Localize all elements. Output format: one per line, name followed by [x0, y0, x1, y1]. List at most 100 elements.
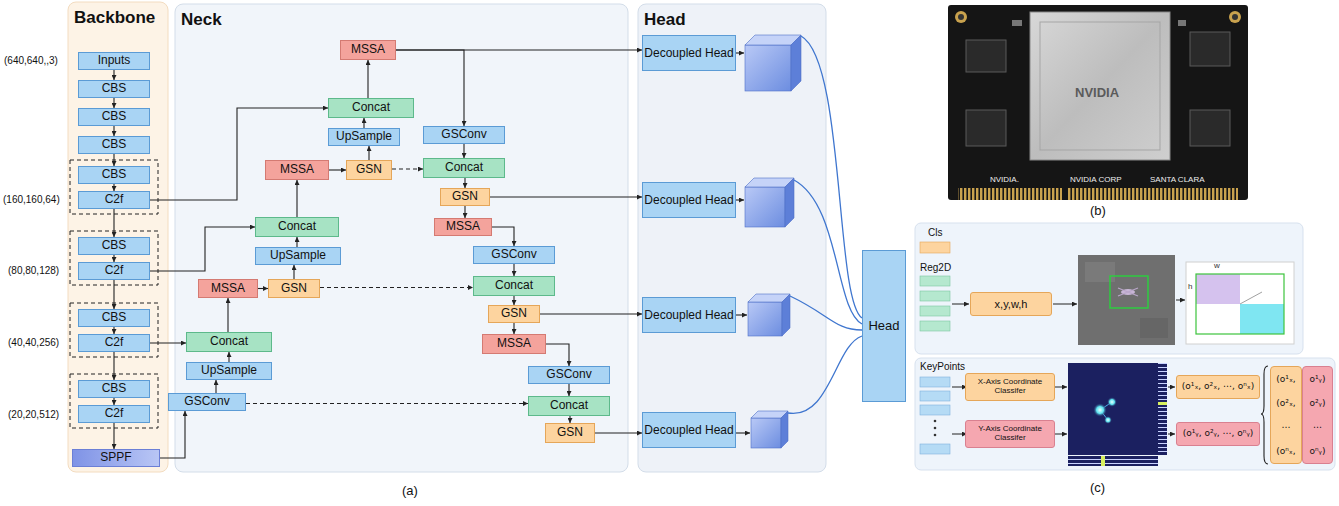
connector-arrow [228, 352, 229, 362]
mssa-block: MSSA [340, 40, 396, 60]
connector-arrow [113, 398, 114, 405]
decoupled-head: Decoupled Head [642, 35, 736, 71]
token-swatch [920, 321, 950, 331]
block-label: Y-Axis Coordinate Classifer [966, 425, 1054, 443]
connector-arrow [569, 416, 570, 423]
detection-image [1110, 276, 1148, 308]
neck-panel: NeckMSSAConcatUpSampleMSSAGSNGSConvConca… [175, 4, 628, 472]
block-label: x,y,w,h [995, 298, 1028, 311]
concat-block: Concat [328, 98, 414, 118]
flow-arrow [1053, 304, 1077, 305]
concat-block: Concat [255, 217, 339, 237]
flow-arrow [952, 304, 969, 305]
token-swatch [920, 391, 950, 401]
dimension-label: (20,20,512) [8, 409, 59, 420]
flow-arrow [1168, 434, 1175, 435]
sppf-block: SPPF [72, 449, 160, 467]
token-swatch [920, 306, 950, 316]
block-label: Decoupled Head [644, 46, 733, 60]
connector-arrow [113, 70, 114, 80]
block-label: GSN [501, 307, 527, 321]
token-swatch [920, 444, 950, 454]
flow-arrow [1053, 387, 1067, 388]
block-label: Decoupled Head [644, 423, 733, 437]
block-label: MSSA [497, 337, 531, 351]
x-result-column: (o¹ₓ,(o²ₓ,⋯(oⁿₓ, [1270, 366, 1302, 464]
connector-arrow [296, 237, 297, 247]
block-label: C2f [105, 264, 124, 278]
gsconv-block: GSConv [473, 246, 555, 264]
bbox-schematic [1240, 292, 1262, 304]
block-label: UpSample [336, 130, 392, 144]
flow-arrow [1168, 387, 1175, 388]
dimension-label: (80,80,128) [8, 265, 59, 276]
bbox-schematic [1240, 304, 1284, 334]
keypoint-heatmap [1158, 402, 1167, 405]
token-swatch [920, 242, 950, 253]
board-print: NVIDIA CORP [1070, 176, 1122, 185]
connector-arrow [490, 196, 642, 197]
jetson-board [1178, 20, 1186, 26]
block-label: (o¹ₓ, [1276, 374, 1295, 384]
jetson-board [958, 188, 1238, 200]
panel-title: Backbone [74, 8, 155, 28]
upsample-block: UpSample [186, 362, 272, 380]
block-label: Decoupled Head [644, 308, 733, 322]
block-label: MSSA [280, 163, 314, 177]
panel-title: Neck [181, 10, 222, 30]
keypoint-heatmap [1104, 416, 1112, 424]
bbox-schematic [1186, 262, 1294, 344]
c2f-block: C2f [78, 405, 150, 423]
decoupled-head: Decoupled Head [642, 412, 736, 448]
panel-backgrounds [68, 2, 826, 472]
feature-cube [745, 45, 791, 91]
chip-logo: NVIDIA [1075, 86, 1119, 100]
x-classifier: X-Axis Coordinate Classifer [965, 373, 1055, 401]
block-label: (o¹ₓ, o²ₓ, ⋯, oⁿₓ) [1182, 382, 1255, 392]
keypoint-heatmap [1093, 403, 1107, 417]
block-label: X-Axis Coordinate Classifer [966, 378, 1054, 396]
gsn-block: GSN [440, 188, 490, 206]
block-label: CBS [102, 138, 127, 152]
block-label: Decoupled Head [644, 193, 733, 207]
gsconv-block: GSConv [423, 126, 505, 144]
backbone-panel: BackboneInputsCBSCBSCBSCBSC2fCBSC2fCBSC2… [68, 2, 168, 472]
merge-curve [801, 36, 862, 318]
connector-arrow [367, 60, 368, 98]
decoupled-head: Decoupled Head [642, 297, 736, 333]
block-label: GSConv [491, 248, 536, 262]
feature-cube [751, 418, 781, 448]
block-label: (oⁿₓ, [1276, 446, 1295, 456]
panel-title: Head [644, 10, 686, 30]
block-label: MSSA [211, 282, 245, 296]
connector-arrow [595, 432, 642, 433]
block-label: UpSample [201, 364, 257, 378]
connector-arrow [113, 126, 114, 136]
connector-arrow [113, 154, 114, 166]
cbs-block: CBS [78, 309, 150, 327]
mssa-block: MSSA [434, 218, 492, 236]
connector-arrow [150, 108, 328, 200]
feature-cube [748, 302, 782, 336]
block-label: CBS [102, 311, 127, 325]
dashed-stage-group [70, 374, 158, 428]
connector-arrow [113, 280, 114, 309]
token-swatch [920, 405, 950, 415]
gsn-block: GSN [545, 423, 595, 443]
result-brace [1261, 366, 1268, 464]
token-swatch [920, 276, 950, 286]
concat-block: Concat [423, 158, 505, 178]
token-swatch [934, 434, 937, 437]
concat-block: Concat [528, 396, 610, 416]
y-result-column: o¹ᵧ)o²ᵧ)⋯oⁿᵧ) [1302, 366, 1333, 464]
c2f-block: C2f [78, 334, 150, 352]
gsn-block: GSN [488, 305, 540, 323]
dimension-label: (160,160,64) [3, 194, 60, 205]
bbox-schematic [1196, 274, 1240, 304]
block-label: Concat [278, 220, 316, 234]
connector-arrow [464, 178, 465, 188]
connector-arrow [540, 313, 642, 314]
connector-arrow [546, 344, 569, 366]
block-label: C2f [105, 407, 124, 421]
